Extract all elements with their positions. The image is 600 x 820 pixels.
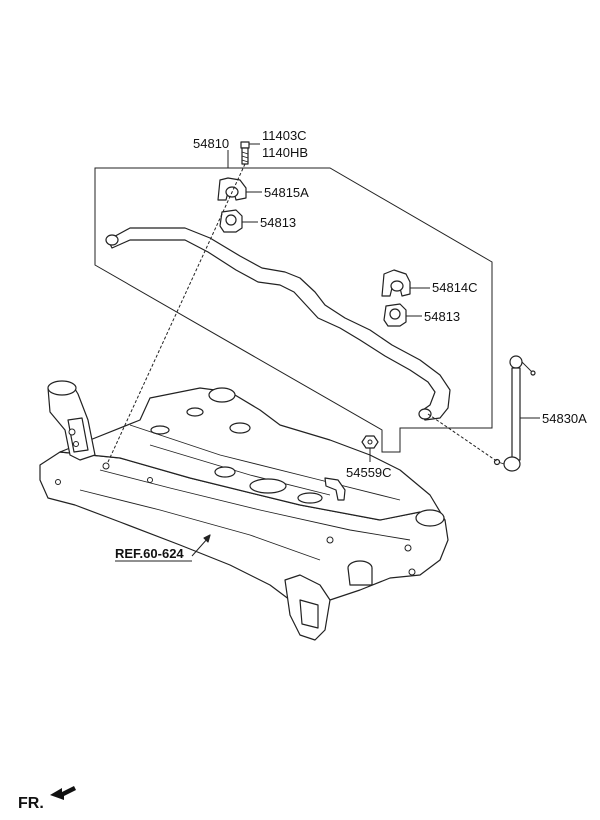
bushing-54813-right-icon: [383, 303, 407, 327]
right-mount-bushing: [415, 509, 445, 527]
subframe-crossmember: [39, 380, 449, 641]
assembly-outline: [94, 167, 493, 453]
stabilizer-bar: [105, 227, 451, 421]
label-fr: FR.: [18, 795, 44, 812]
leader-ref: [191, 537, 209, 557]
label-54813-top: 54813: [260, 215, 296, 230]
label-11403c: 11403C: [262, 128, 307, 143]
label-54815a: 54815A: [264, 185, 309, 200]
label-54830a: 54830A: [542, 411, 587, 426]
bushing-54813-top-icon: [219, 209, 243, 233]
bracket-54815a-icon: [217, 177, 247, 201]
bracket-54814c-icon: [381, 269, 411, 297]
center-mount-bushing: [208, 387, 236, 403]
clip-icon: [324, 477, 346, 501]
front-arrow-icon: [50, 786, 76, 800]
label-ref: REF.60-624: [115, 546, 184, 561]
mount-line-link: [427, 413, 499, 463]
stabilizer-link-icon: [493, 355, 536, 472]
label-54814c: 54814C: [432, 280, 478, 295]
bolt-icon: [240, 141, 250, 165]
left-mount-bushing: [47, 380, 77, 396]
nut-icon: [361, 435, 379, 449]
label-54810: 54810: [193, 136, 229, 151]
label-1140hb: 1140HB: [262, 145, 308, 160]
label-54813-right: 54813: [424, 309, 460, 324]
label-54559c: 54559C: [346, 465, 392, 480]
